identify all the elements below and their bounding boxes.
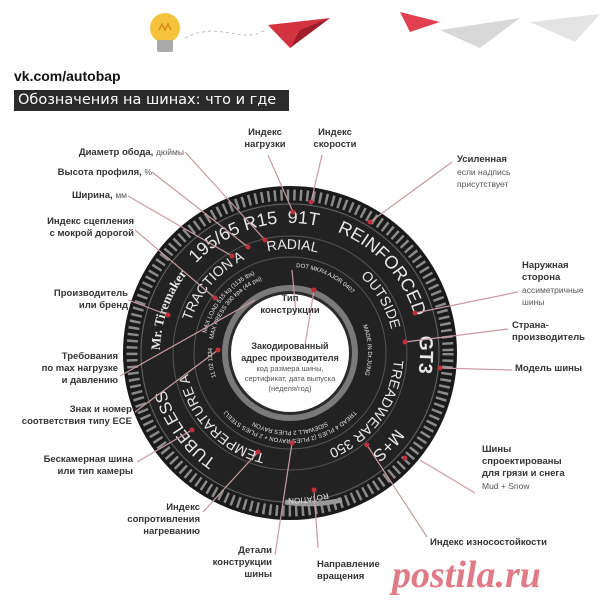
lightbulb-icon <box>150 13 180 52</box>
label-line: Страна- <box>512 320 549 331</box>
label-model: Модель шины <box>515 363 582 375</box>
label-line: нагрузки <box>244 139 286 150</box>
label-sub: ассиметричные <box>522 285 584 295</box>
label-line: Шины <box>482 444 512 455</box>
label-line: сторона <box>522 272 561 283</box>
marking-radial: RADIAL <box>265 236 320 256</box>
label-sub: присутствует <box>457 179 509 189</box>
leader-lines <box>119 151 519 556</box>
label-sub: если надпись <box>457 167 511 177</box>
label-line: вращения <box>317 571 365 582</box>
label-line: адрес производителя <box>241 353 339 363</box>
label-line: или бренд <box>78 300 128 311</box>
label-line: соответствия типу ECE <box>21 416 132 427</box>
svg-text:RADIAL: RADIAL <box>265 236 320 256</box>
label-sub: код размера шины, <box>256 364 324 373</box>
label-sub: % <box>144 167 152 177</box>
label-line: Модель шины <box>515 363 583 374</box>
label-line: скорости <box>313 139 357 150</box>
rotation-arrow-icon <box>284 497 343 507</box>
label-line: по max нагрузке <box>41 363 118 374</box>
paper-plane-icon <box>184 12 600 48</box>
marking-made-in: MADE IN Dr.JUNG <box>361 324 372 376</box>
label-line: Индекс <box>318 127 352 138</box>
label-line: производитель <box>512 332 585 343</box>
label-sub: (неделя/год) <box>268 384 312 393</box>
label-sub: шины <box>522 297 545 307</box>
label-line: нагреванию <box>143 526 200 537</box>
label-profile-height: Высота профиля, % <box>58 166 152 179</box>
label-line: Индекс износостойкости <box>430 537 547 548</box>
label-line: и давлению <box>61 375 118 386</box>
label-line: конструкции <box>260 305 320 316</box>
label-line: Бескамерная шина <box>43 454 133 465</box>
label-line: с мокрой дорогой <box>49 228 134 239</box>
label-line: Индекс сцепления <box>47 216 134 227</box>
label-line: конструкции <box>212 557 272 568</box>
label-line: Наружная <box>522 260 569 271</box>
label-width: Ширина, мм <box>72 189 127 202</box>
label-sub: дюймы <box>155 147 184 157</box>
label-country: Страна-производитель <box>512 320 585 344</box>
label-title: Диаметр обода, <box>78 147 154 158</box>
tire <box>123 186 457 520</box>
label-line: Детали <box>238 545 272 556</box>
marker-dots <box>165 199 443 493</box>
label-reinforced: Усиленная если надпись присутствует <box>457 154 510 190</box>
label-line: сопротивления <box>127 514 200 525</box>
watermark: postila.ru <box>392 554 541 596</box>
marking-ece: 11 02 1234 <box>208 347 218 378</box>
site-link[interactable]: vk.com/autobap <box>14 68 121 84</box>
marking-model: GT3 <box>414 335 437 375</box>
label-title: Высота профиля, <box>57 167 142 178</box>
label-line: Закодированный <box>251 341 329 351</box>
label-rim-diameter: Диаметр обода, дюймы <box>79 146 184 159</box>
label-line: спроектированы <box>482 456 562 467</box>
label-treadwear: Индекс износостойкости <box>430 537 547 549</box>
label-line: Тип <box>281 293 299 304</box>
svg-text:11 02 1234: 11 02 1234 <box>208 347 218 378</box>
label-line: Индекс <box>248 127 282 138</box>
label-line: Производитель <box>53 288 128 299</box>
label-line: Индекс <box>166 502 200 513</box>
label-line: Направление <box>317 559 380 570</box>
label-title: Ширина, <box>71 190 113 201</box>
page-title: Обозначения на шинах: что и где <box>14 90 289 111</box>
label-line: Требования <box>61 351 118 362</box>
svg-text:MADE IN Dr.JUNG: MADE IN Dr.JUNG <box>361 324 372 376</box>
label-line: для грязи и снега <box>482 468 565 479</box>
label-line: шины <box>244 569 272 580</box>
label-line: Усиленная <box>457 154 507 165</box>
svg-text:91T: 91T <box>287 207 321 230</box>
label-line: или тип камеры <box>57 466 134 477</box>
marking-load-speed: 91T <box>287 207 321 230</box>
label-sub: сертификат, дата выпуска <box>244 374 336 383</box>
label-sub: мм <box>115 190 127 200</box>
svg-text:GT3: GT3 <box>414 335 437 375</box>
label-line: Знак и номер <box>69 404 132 415</box>
label-sub: Mud + Snow <box>482 481 530 491</box>
